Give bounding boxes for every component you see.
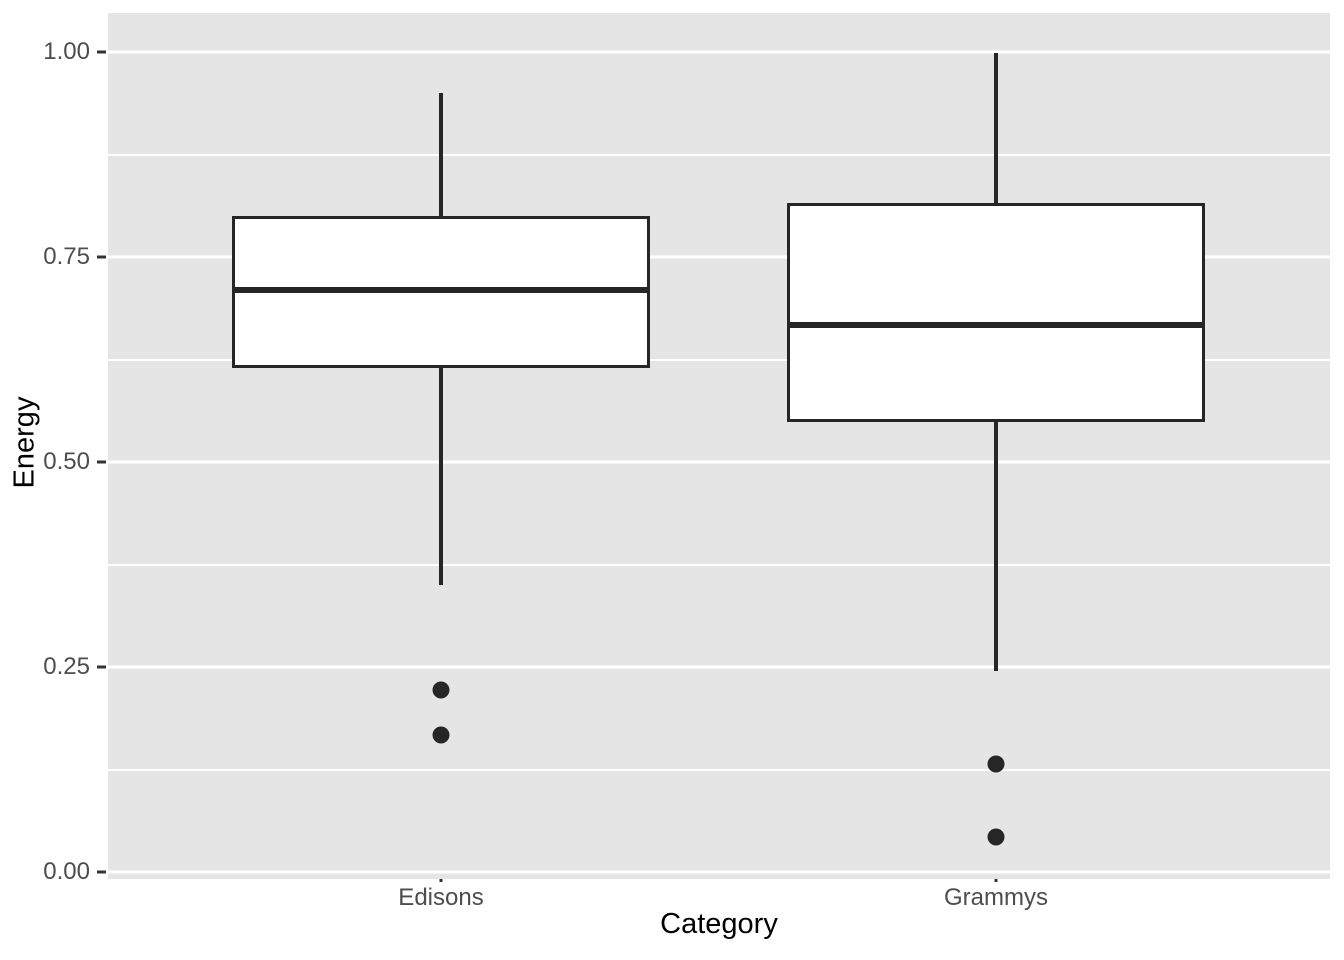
- y-axis-tick-mark: [97, 50, 106, 54]
- whisker-upper: [994, 52, 998, 203]
- median-line: [232, 286, 650, 293]
- gridline-major: [108, 255, 1330, 259]
- outlier-point: [432, 681, 450, 699]
- y-axis-tick-label: 1.00: [43, 38, 90, 65]
- boxplot-edisons: [108, 13, 1330, 879]
- boxplot-grammys: [108, 13, 1330, 879]
- y-axis-tick-mark: [97, 870, 106, 874]
- box-iqr: [787, 202, 1205, 422]
- outlier-point: [432, 726, 450, 744]
- whisker-lower: [994, 421, 998, 672]
- gridline-major: [108, 460, 1330, 464]
- gridline-major: [108, 870, 1330, 874]
- gridline-major: [108, 665, 1330, 669]
- gridline-major: [108, 50, 1330, 54]
- plot-panel: [108, 13, 1330, 879]
- outlier-point: [987, 755, 1005, 773]
- x-axis-tick-label-edisons: Edisons: [398, 884, 484, 911]
- y-axis-title: Energy: [0, 0, 50, 885]
- x-axis-tick-label-grammys: Grammys: [944, 884, 1048, 911]
- y-axis-tick-label: 0.75: [43, 243, 90, 270]
- gridline-minor: [108, 563, 1330, 566]
- y-axis-tick-mark: [97, 255, 106, 259]
- y-axis-tick-label: 0.50: [43, 448, 90, 475]
- y-axis-tick-mark: [97, 665, 106, 669]
- gridline-minor: [108, 153, 1330, 156]
- gridline-minor: [108, 768, 1330, 771]
- gridline-minor: [108, 358, 1330, 361]
- median-line: [787, 322, 1205, 329]
- x-axis-title: Category: [660, 908, 778, 940]
- whisker-lower: [439, 367, 443, 585]
- outlier-point: [987, 828, 1005, 846]
- y-axis-tick-mark: [97, 460, 106, 464]
- y-axis-tick-label: 0.25: [43, 653, 90, 680]
- y-axis-tick-label: 0.00: [43, 858, 90, 885]
- whisker-upper: [439, 93, 443, 216]
